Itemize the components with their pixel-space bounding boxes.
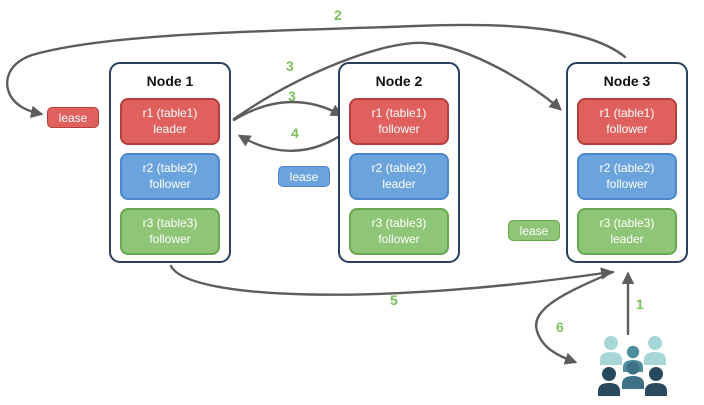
arrow-label-5: 5 <box>390 292 398 308</box>
replica-name: r1 (table1) <box>142 105 198 120</box>
node3-replica-r2: r2 (table2) follower <box>577 153 677 200</box>
replica-name: r1 (table1) <box>599 105 655 120</box>
replica-role: follower <box>149 231 191 246</box>
node1-replica-r2: r2 (table2) follower <box>120 153 220 200</box>
node-1-title: Node 1 <box>146 73 194 89</box>
node2-replica-r3: r3 (table3) follower <box>349 208 449 255</box>
arrow-label-3-node2: 3 <box>288 88 296 104</box>
replica-role: follower <box>378 231 420 246</box>
arrow-5-node1-to-node3 <box>169 264 614 296</box>
node1-replica-r1: r1 (table1) leader <box>120 98 220 145</box>
replica-name: r1 (table1) <box>371 105 427 120</box>
replica-name: r3 (table3) <box>142 215 198 230</box>
replica-role: follower <box>606 176 648 191</box>
node2-replica-r1: r1 (table1) follower <box>349 98 449 145</box>
node-2: Node 2 r1 (table1) follower r2 (table2) … <box>338 62 460 263</box>
node-3: Node 3 r1 (table1) follower r2 (table2) … <box>566 62 688 263</box>
node1-replica-r3: r3 (table3) follower <box>120 208 220 255</box>
replica-role: leader <box>610 231 644 246</box>
node3-replica-r3: r3 (table3) leader <box>577 208 677 255</box>
node3-replica-r1: r1 (table1) follower <box>577 98 677 145</box>
arrow-label-4: 4 <box>291 125 299 141</box>
replica-name: r2 (table2) <box>371 160 427 175</box>
node-1: Node 1 r1 (table1) leader r2 (table2) fo… <box>109 62 231 263</box>
replica-role: follower <box>606 121 648 136</box>
node2-replica-r2: r2 (table2) leader <box>349 153 449 200</box>
lease-badge-r3: lease <box>508 220 560 241</box>
lease-badge-r2: lease <box>278 166 330 187</box>
replica-name: r3 (table3) <box>371 215 427 230</box>
arrow-3-node1-to-node2 <box>232 100 344 122</box>
lease-badge-r1: lease <box>47 107 99 128</box>
arrow-label-6: 6 <box>556 319 564 335</box>
replica-role: follower <box>149 176 191 191</box>
users-group-icon <box>598 336 667 396</box>
replica-role: leader <box>382 176 416 191</box>
replica-name: r3 (table3) <box>599 215 655 230</box>
arrow-label-3-node3: 3 <box>286 58 294 74</box>
replica-role: leader <box>153 121 187 136</box>
node-2-title: Node 2 <box>375 73 423 89</box>
replica-role: follower <box>378 121 420 136</box>
replica-name: r2 (table2) <box>142 160 198 175</box>
arrow-label-1: 1 <box>636 296 644 312</box>
node-3-title: Node 3 <box>603 73 651 89</box>
arrow-2-node3-to-lease1 <box>6 23 627 119</box>
arrow-label-2: 2 <box>334 7 342 23</box>
replica-name: r2 (table2) <box>599 160 655 175</box>
